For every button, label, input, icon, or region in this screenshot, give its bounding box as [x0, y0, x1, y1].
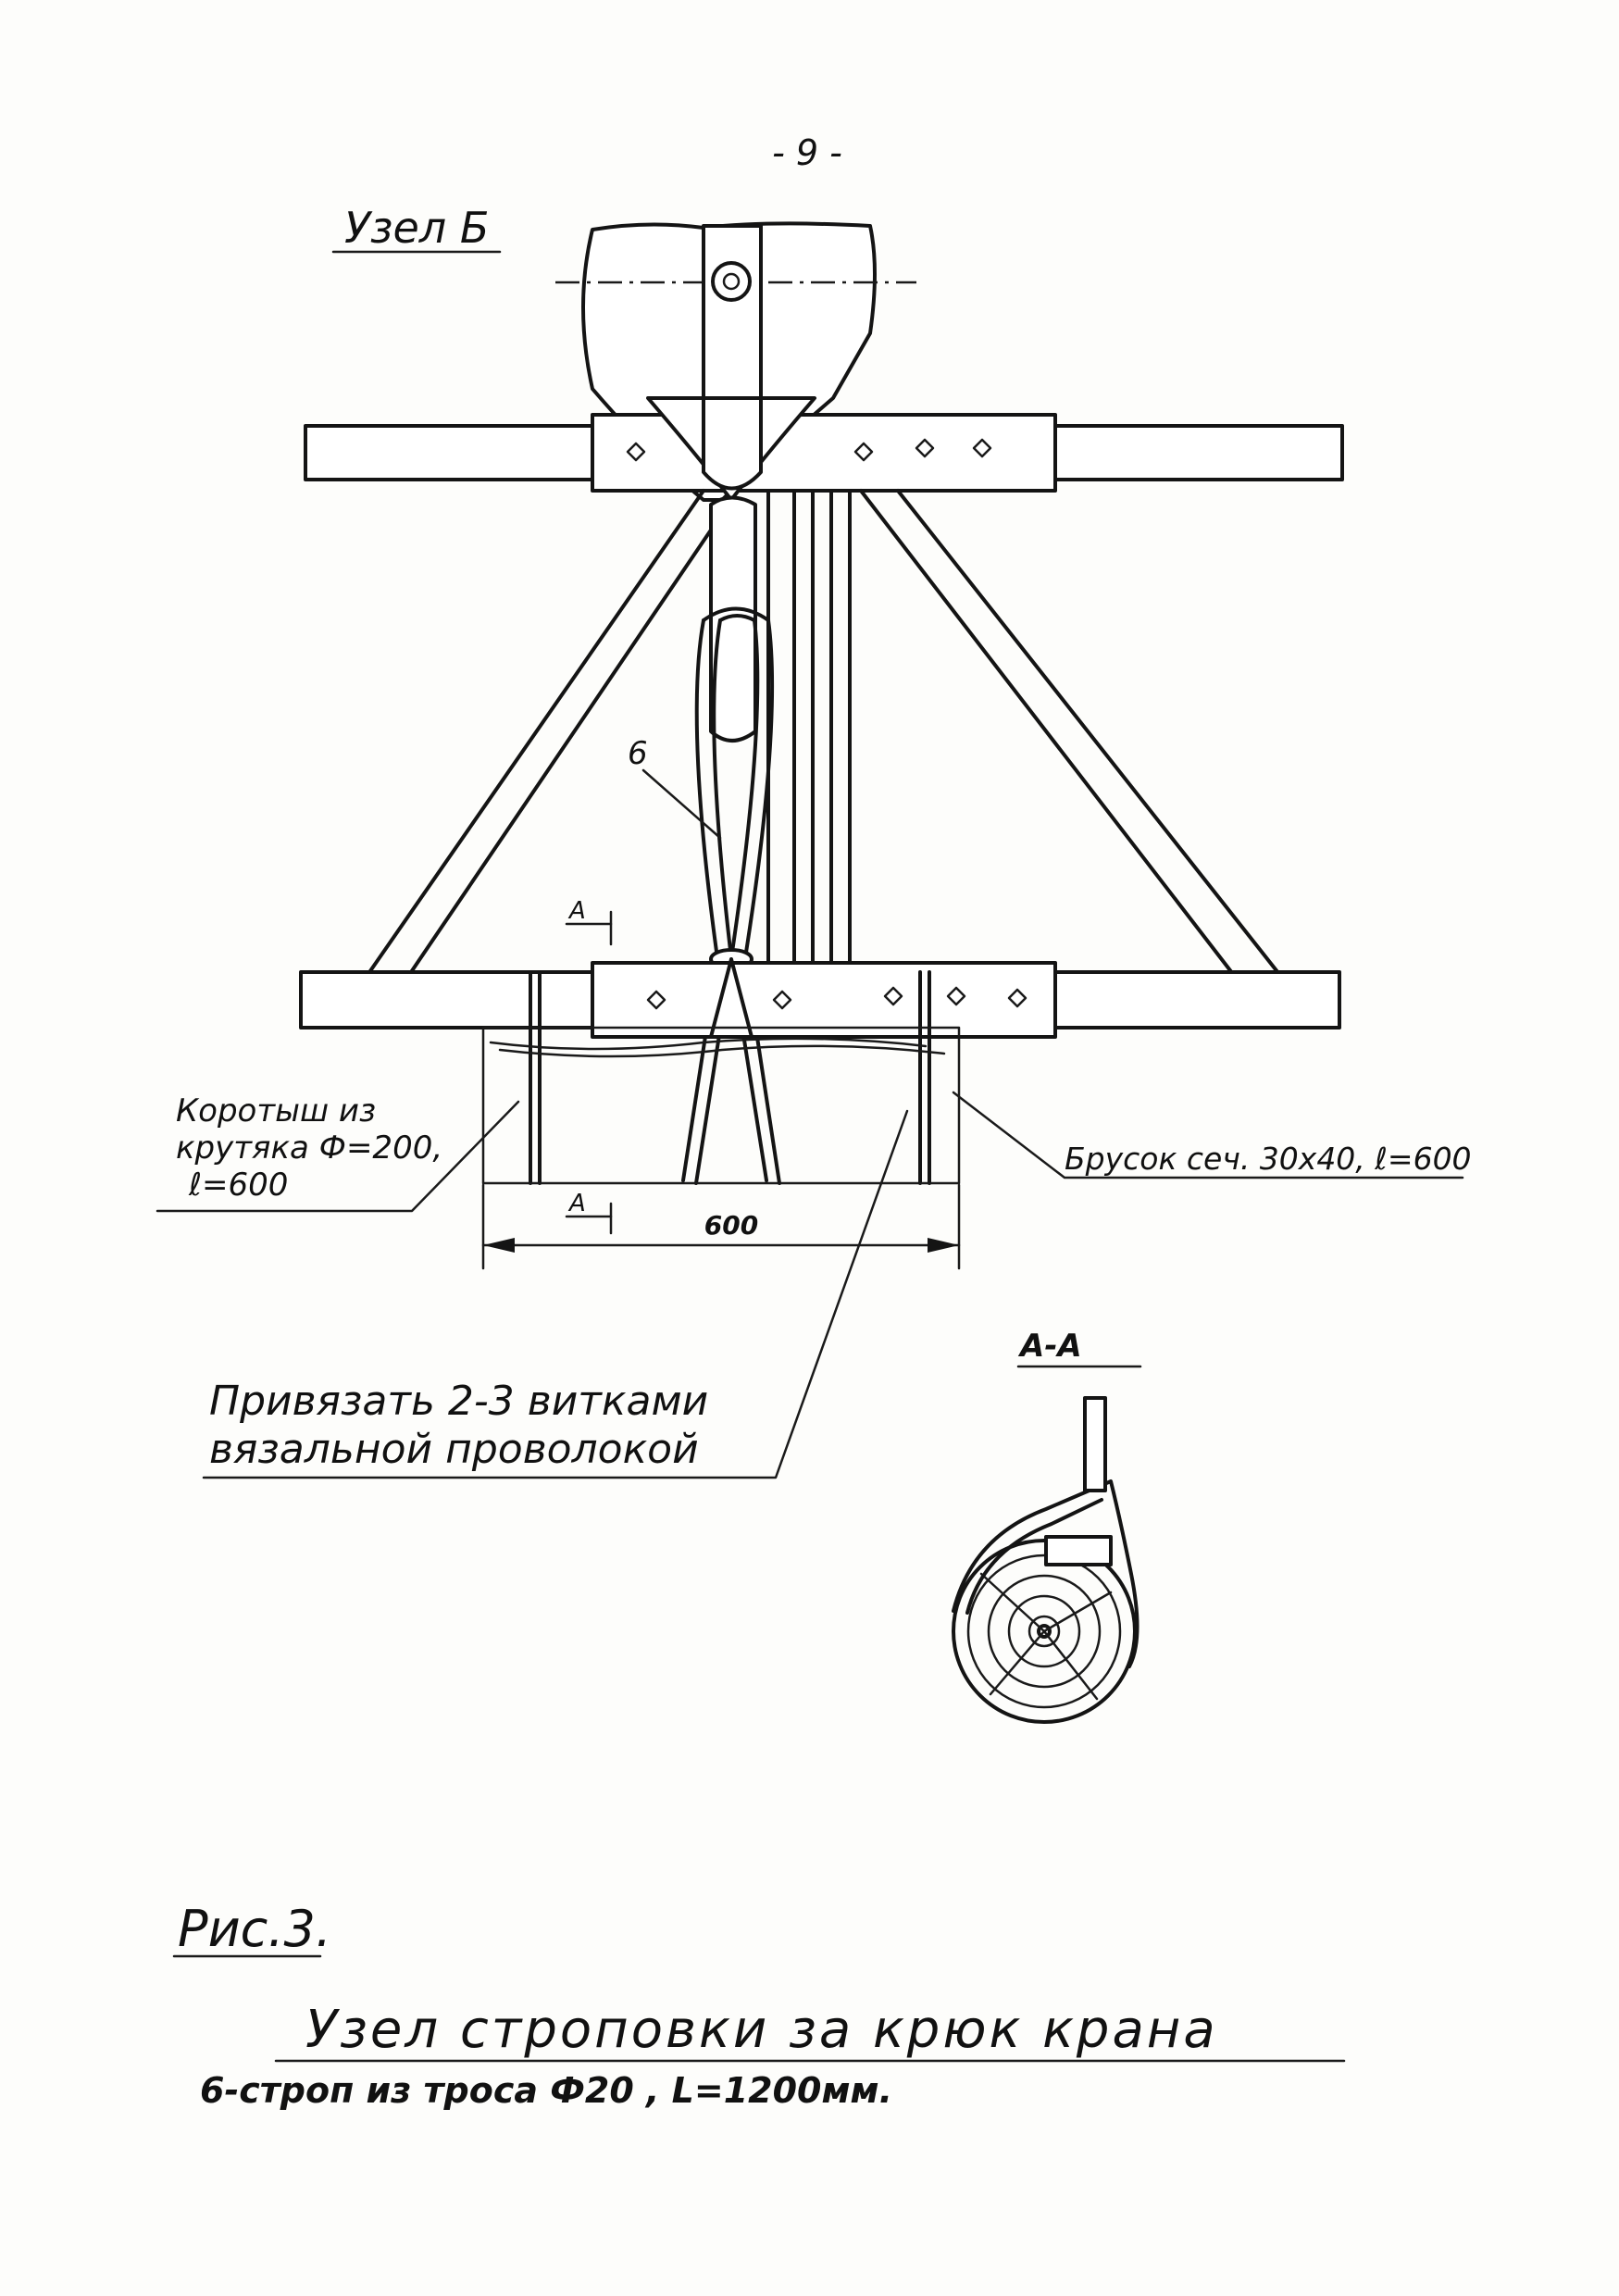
- bolt-icon: [626, 442, 646, 462]
- wire-wrap: [952, 1479, 1140, 1668]
- short-log-line-1: Коротыш из: [176, 1092, 377, 1129]
- short-log-line-2: крутяка Ф=200,: [176, 1129, 443, 1167]
- bolt-icon: [915, 438, 935, 458]
- dimension-value: 600: [704, 1210, 758, 1241]
- bar-section: [1044, 1535, 1113, 1566]
- bolt-icon: [946, 986, 966, 1006]
- hook-shank-lower: [702, 396, 763, 491]
- tie-note: Привязать 2-3 витками вязальной проволок…: [209, 1378, 708, 1474]
- short-log-note: Коротыш из крутяка Ф=200, ℓ=600: [176, 1092, 442, 1204]
- bolt-icon: [772, 990, 792, 1010]
- page-number: - 9 -: [772, 132, 842, 173]
- sling-leader: [641, 768, 722, 840]
- tie-note-line-1: Привязать 2-3 витками: [209, 1378, 709, 1425]
- wire-ties: [529, 970, 931, 1185]
- right-brace-outer: [859, 489, 1238, 980]
- svg-text:А: А: [567, 897, 586, 925]
- bar-leader: [952, 1091, 1464, 1179]
- bolt-icon: [646, 990, 666, 1010]
- caption-title: Узел строповки за крюк крана: [305, 2000, 1218, 2060]
- short-log-line-3: ℓ=600: [189, 1167, 289, 1204]
- bolt-icon: [883, 986, 903, 1006]
- lower-beam-plate: [591, 961, 1057, 1039]
- tie-note-line-2: вязальной проволокой: [209, 1426, 699, 1473]
- section-mark-top: А: [565, 897, 613, 946]
- figure-number: Рис.3.: [178, 1900, 332, 1958]
- lower-bolts: [646, 986, 1027, 1010]
- bolt-icon: [972, 438, 992, 458]
- left-brace-outer: [364, 489, 705, 980]
- bar-note: Брусок сеч. 30х40, ℓ=600: [1065, 1141, 1472, 1177]
- diagonal-braces: [364, 489, 1284, 980]
- sling-position-label: 6: [628, 735, 648, 772]
- left-brace-inner: [405, 498, 733, 980]
- hook-pin: [711, 261, 752, 302]
- sling-section: [1083, 1396, 1107, 1492]
- sling-rope: [681, 606, 781, 1185]
- dimension-600: 600: [481, 1183, 961, 1270]
- upper-bolts: [626, 438, 992, 462]
- section-view-a-a: [952, 1365, 1142, 1724]
- hook-pin-center: [722, 272, 741, 291]
- section-mark-bottom: А: [565, 1190, 613, 1235]
- section-title: А-А: [1020, 1328, 1082, 1365]
- caption-subtitle: 6-строп из троса Ф20 , L=1200мм.: [200, 2070, 893, 2111]
- vertical-rods: [766, 489, 852, 980]
- bolt-icon: [853, 442, 874, 462]
- short-log: [481, 1026, 961, 1185]
- svg-text:А: А: [567, 1190, 586, 1217]
- bolt-icon: [1007, 988, 1027, 1008]
- node-title: Узел Б: [344, 203, 489, 253]
- wood-bar-edge: [489, 1037, 928, 1051]
- short-log-leader: [156, 1100, 520, 1213]
- tie-leader: [202, 1109, 909, 1479]
- right-brace-inner: [896, 489, 1284, 980]
